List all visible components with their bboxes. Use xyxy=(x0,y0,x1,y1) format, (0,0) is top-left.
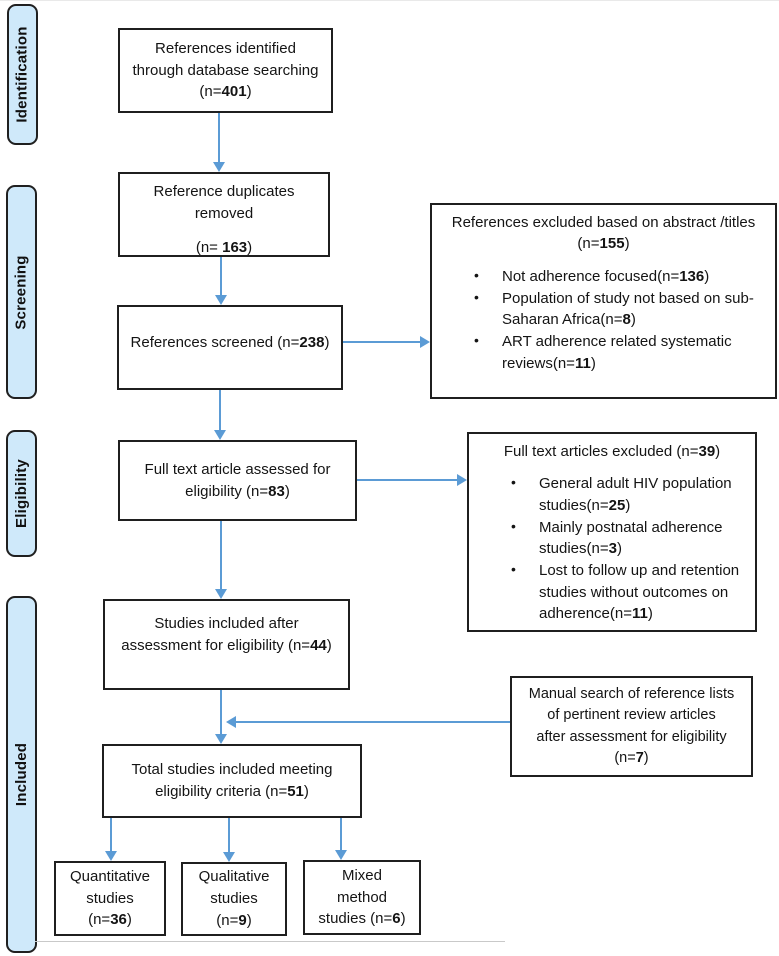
box-references-screened: References screened (n=238) xyxy=(117,305,343,390)
box-references-identified: References identified through database s… xyxy=(118,28,333,113)
box-fulltext-excluded: Full text articles excluded (n=39) • Gen… xyxy=(467,432,757,632)
sidebox-title: References excluded based on abstract /t… xyxy=(451,214,756,231)
box-fulltext-assessed: Full text article assessed for eligibili… xyxy=(118,440,357,521)
bullet-icon: • xyxy=(474,266,479,283)
list-item: • Population of study not based on sub-S… xyxy=(474,288,754,329)
box-line: Qualitative xyxy=(198,868,270,886)
box-line: of pertinent review articles xyxy=(547,707,716,724)
bullet-icon: • xyxy=(511,474,516,491)
box-line: eligibility (n=83) xyxy=(185,482,290,500)
sidebox-title: Full text articles excluded (n=39) xyxy=(503,443,721,460)
box-manual-search: Manual search of reference lists of pert… xyxy=(510,676,753,777)
stage-screening: Screening xyxy=(6,185,37,399)
list-item: • Lost to follow up and retention studie… xyxy=(511,561,740,623)
stage-screening-label: Screening xyxy=(13,254,31,330)
stage-eligibility: Eligibility xyxy=(6,430,37,557)
list-item: • General adult HIV population studies(n… xyxy=(511,474,732,514)
box-included-after-assessment: Studies included after assessment for el… xyxy=(103,599,350,690)
box-line: Manual search of reference lists xyxy=(528,686,735,703)
box-line: eligibility criteria (n=51) xyxy=(155,783,309,800)
box-excluded-abstract-titles: References excluded based on abstract /t… xyxy=(430,203,777,399)
stage-included: Included xyxy=(6,596,37,953)
box-line: (n=36) xyxy=(88,911,132,929)
box-line: studies xyxy=(210,890,258,908)
exclusion-reasons-list: • General adult HIV population studies(n… xyxy=(475,473,749,624)
exclusion-reasons-list: • Not adherence focused(n=136) • Populat… xyxy=(438,266,769,374)
box-line: (n=9) xyxy=(216,911,252,929)
list-item: • ART adherence related systematic revie… xyxy=(474,332,732,372)
box-line: Studies included after xyxy=(154,614,299,632)
box-line: References identified xyxy=(155,39,296,57)
box-line: Quantitative xyxy=(69,867,151,885)
box-total-included: Total studies included meeting eligibili… xyxy=(102,744,362,818)
list-item: • Mainly postnatal adherence studies(n=3… xyxy=(511,517,723,558)
box-mixed-method-studies: Mixed method studies (n=6) xyxy=(303,860,421,935)
box-line: through database searching xyxy=(132,61,319,79)
box-line: Full text article assessed for xyxy=(144,460,331,478)
bullet-icon: • xyxy=(511,517,516,534)
box-line: (n= 163) xyxy=(195,238,253,256)
box-line: assessment for eligibility (n=44) xyxy=(121,636,332,654)
box-line: References screened (n=238) xyxy=(130,333,330,351)
box-line: removed xyxy=(194,204,254,222)
box-line: (n=7) xyxy=(614,749,649,766)
sidebox-count: (n=155) xyxy=(577,235,630,253)
box-qualitative-studies: Qualitative studies (n=9) xyxy=(181,862,287,936)
stage-included-label: Included xyxy=(13,742,30,807)
box-line: Mixed xyxy=(341,866,382,884)
stage-eligibility-label: Eligibility xyxy=(13,459,30,528)
box-line: Total studies included meeting xyxy=(131,761,333,779)
stage-identification: Identification xyxy=(7,4,38,145)
box-duplicates-removed: Reference duplicates removed (n= 163) xyxy=(118,172,330,257)
top-rule xyxy=(0,0,779,1)
box-line: after assessment for eligibility xyxy=(536,728,727,745)
bottom-rule xyxy=(35,941,505,942)
list-item: • Not adherence focused(n=136) xyxy=(474,266,710,285)
bullet-icon: • xyxy=(474,288,479,305)
box-line: method xyxy=(336,888,388,906)
box-line: studies (n=6) xyxy=(318,910,406,928)
box-line: (n=401) xyxy=(199,83,252,101)
stage-identification-label: Identification xyxy=(14,26,32,123)
box-line: Reference duplicates xyxy=(153,183,295,200)
box-line: studies xyxy=(86,889,134,907)
bullet-icon: • xyxy=(511,561,516,578)
bullet-icon: • xyxy=(474,332,479,349)
box-quantitative-studies: Quantitative studies (n=36) xyxy=(54,861,166,936)
